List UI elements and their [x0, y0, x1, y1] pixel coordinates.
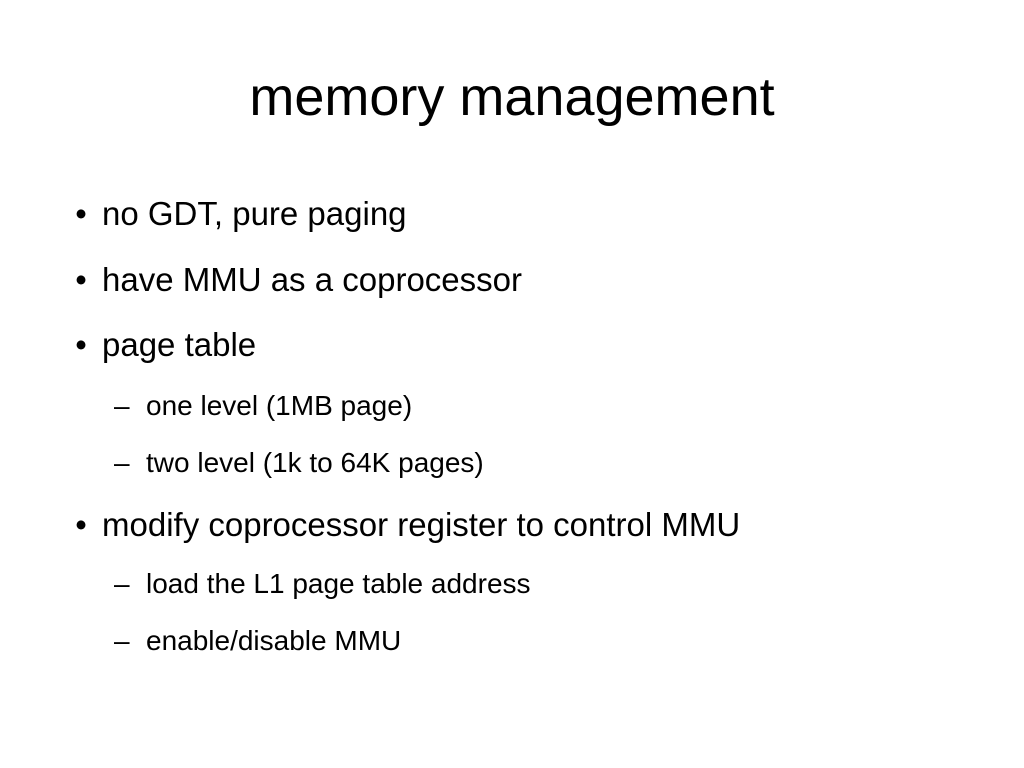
sub-bullet-text: enable/disable MMU: [146, 625, 402, 656]
bullet-marker: •: [75, 326, 87, 363]
sub-bullet-marker: –: [114, 390, 130, 421]
bullet-text: page table: [102, 326, 257, 363]
bullet-item: • have MMU as a coprocessor: [60, 260, 522, 300]
bullet-text: no GDT, pure paging: [102, 195, 407, 232]
sub-bullet-text: one level (1MB page): [146, 390, 413, 421]
bullet-marker: •: [75, 261, 87, 298]
sub-bullet-item: –load the L1 page table address: [114, 567, 531, 601]
bullet-item: • no GDT, pure paging: [60, 194, 407, 234]
bullet-item: • modify coprocessor register to control …: [60, 505, 740, 545]
bullet-marker: •: [75, 506, 87, 543]
sub-bullet-item: –one level (1MB page): [114, 389, 412, 423]
slide-title: memory management: [249, 67, 775, 127]
bullet-item: • page table: [60, 325, 256, 365]
sub-bullet-marker: –: [114, 568, 130, 599]
sub-bullet-item: –enable/disable MMU: [114, 624, 401, 658]
sub-bullet-marker: –: [114, 625, 130, 656]
bullet-marker: •: [75, 195, 87, 232]
bullet-text: modify coprocessor register to control M…: [102, 506, 741, 543]
sub-bullet-text: load the L1 page table address: [146, 568, 531, 599]
sub-bullet-text: two level (1k to 64K pages): [146, 447, 484, 478]
sub-bullet-item: –two level (1k to 64K pages): [114, 446, 484, 480]
bullet-text: have MMU as a coprocessor: [102, 261, 522, 298]
sub-bullet-marker: –: [114, 447, 130, 478]
